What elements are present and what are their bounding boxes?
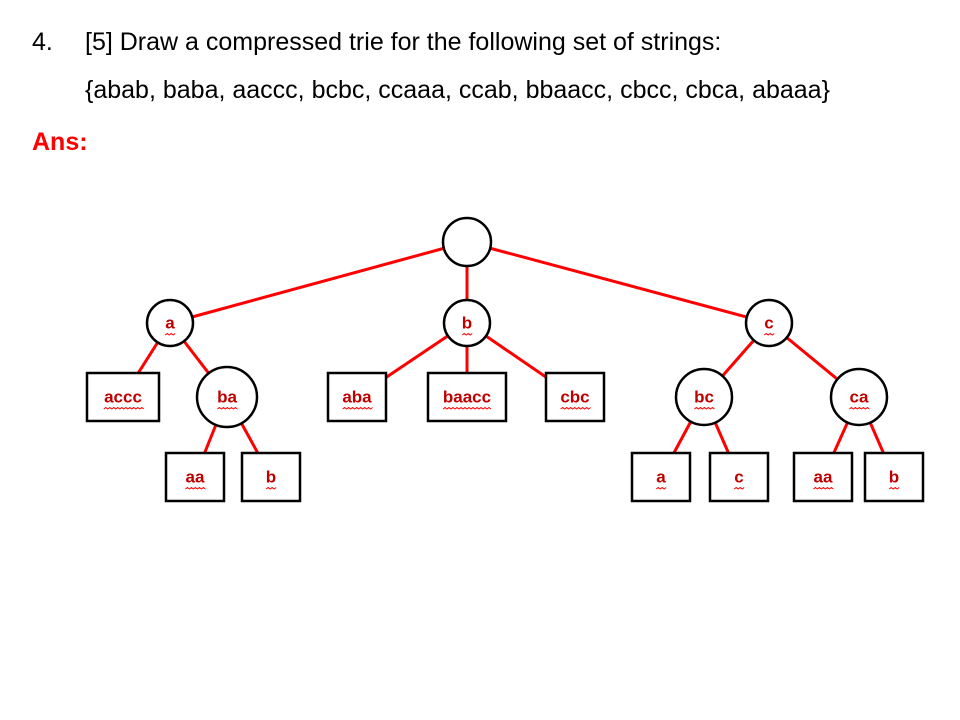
node-box [240, 451, 302, 503]
spellcheck-underline [461, 332, 473, 336]
node-box [708, 451, 770, 503]
string-set: {abab, baba, aaccc, bcbc, ccaaa, ccab, b… [85, 76, 830, 104]
node-circle [145, 298, 195, 348]
node-label: bc [694, 388, 714, 407]
spellcheck-underline [217, 406, 238, 410]
spellcheck-underline [733, 486, 745, 490]
spellcheck-underline [103, 406, 145, 410]
question-number: 4. [32, 28, 53, 56]
node-circle [829, 367, 889, 427]
node-label: c [764, 314, 773, 333]
trie-node-n-ca: ca [829, 367, 889, 427]
spellcheck-underline [849, 406, 870, 410]
trie-node-n-a: a [145, 298, 195, 348]
trie-node-n-bc-a: a [630, 451, 692, 503]
spellcheck-underline [185, 486, 206, 490]
trie-node-n-ca-b: b [863, 451, 925, 503]
spellcheck-underline [655, 486, 667, 490]
node-label: b [462, 314, 472, 333]
node-circle [674, 367, 734, 427]
node-box [863, 451, 925, 503]
node-label: c [734, 468, 743, 487]
node-circle [744, 298, 794, 348]
trie-node-n-ba: ba [195, 365, 259, 429]
node-label: cbc [560, 388, 589, 407]
node-box [792, 451, 854, 503]
node-label: ba [217, 388, 237, 407]
trie-edge-root-n_a [169, 240, 468, 325]
spellcheck-underline [342, 406, 373, 410]
trie-node-n-bc-c: c [708, 451, 770, 503]
question-text: [5] Draw a compressed trie for the follo… [85, 28, 722, 56]
trie-edges [121, 240, 896, 478]
node-box [326, 371, 388, 423]
node-label: aa [814, 468, 833, 487]
node-label: b [266, 468, 276, 487]
spellcheck-underline [560, 406, 591, 410]
trie-node-n-c: c [744, 298, 794, 348]
node-label: a [165, 314, 175, 333]
node-box [544, 371, 606, 423]
node-label: ca [850, 388, 869, 407]
trie-node-n-aba: aba [326, 371, 388, 423]
node-box [85, 371, 161, 423]
trie-node-n-bc: bc [674, 367, 734, 427]
trie-node-n-ca-aa: aa [792, 451, 854, 503]
node-box [630, 451, 692, 503]
node-circle [195, 365, 259, 429]
trie-node-n-cbc: cbc [544, 371, 606, 423]
trie-node-root [441, 216, 493, 268]
node-label: aba [342, 388, 372, 407]
trie-node-n-ba-aa: aa [164, 451, 226, 503]
node-box [426, 371, 508, 423]
spellcheck-underline [265, 486, 277, 490]
node-label: b [889, 468, 899, 487]
node-label: aa [186, 468, 205, 487]
spellcheck-underline [763, 332, 775, 336]
trie-edge-root-n_c [466, 240, 770, 325]
node-label: a [656, 468, 666, 487]
spellcheck-underline [888, 486, 900, 490]
node-box [164, 451, 226, 503]
spellcheck-underline [164, 332, 176, 336]
trie-node-n-baacc: baacc [426, 371, 508, 423]
spellcheck-underline [694, 406, 715, 410]
trie-node-n-b: b [442, 298, 492, 348]
node-label: baacc [443, 388, 491, 407]
node-circle [442, 298, 492, 348]
spellcheck-underline [813, 486, 834, 490]
trie-node-n-ba-b: b [240, 451, 302, 503]
node-label: accc [104, 388, 142, 407]
node-circle [441, 216, 493, 268]
answer-label: Ans: [32, 128, 88, 156]
trie-node-n-accc: accc [85, 371, 161, 423]
spellcheck-underline [442, 406, 492, 410]
